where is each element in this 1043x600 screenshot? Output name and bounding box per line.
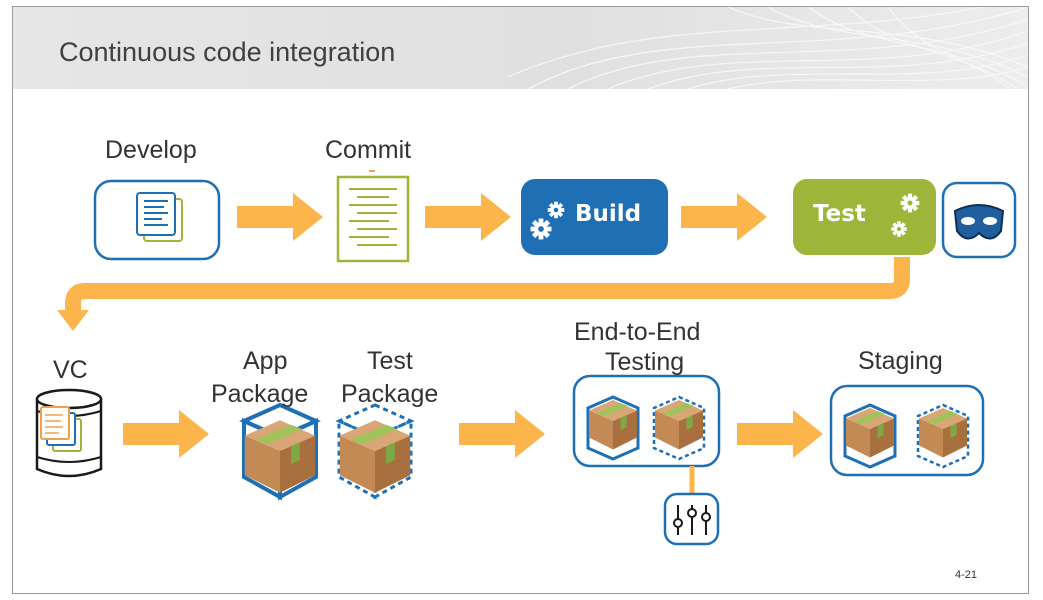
arrow-icon [681,193,767,241]
package-icon [239,402,321,501]
title-bar: Continuous code integration [13,7,1028,89]
settings-sliders-icon [673,505,711,535]
arrow-icon [459,410,545,458]
build-box [521,179,668,255]
commit-document-icon [336,170,410,263]
test-label: Test [813,201,866,227]
wave-pattern-decoration [508,7,1028,89]
dashed-package-icon [652,395,706,461]
page-number: 4-21 [955,569,978,581]
ci-flow-diagram [35,170,1017,546]
package-icon [843,403,897,469]
mask-icon [953,204,1005,240]
arrow-icon [237,193,323,241]
arrow-icon [425,193,511,241]
dashed-package-icon [916,403,970,469]
dashed-package-icon [335,403,415,500]
test-package-label-line2: Package [341,380,439,408]
app-package-label-line2: Package [211,380,309,408]
page-title: Continuous code integration [59,37,396,67]
e2e-label-line1: End-to-End [574,318,701,346]
build-label: Build [575,201,642,227]
package-icon [586,395,640,461]
app-package-label-line1: App [243,347,288,375]
vc-label: VC [53,356,88,384]
commit-label: Commit [325,136,412,164]
return-arrow [65,257,910,312]
arrow-icon [123,410,209,458]
document-icon [136,192,183,242]
develop-label: Develop [105,136,197,164]
arrow-icon [57,310,89,331]
test-package-label-line1: Test [367,347,413,375]
e2e-label-line2: Testing [605,348,685,376]
arrow-icon [737,410,823,458]
staging-label: Staging [858,347,943,375]
database-icon [35,388,103,478]
slide: Continuous code integration [12,6,1029,594]
